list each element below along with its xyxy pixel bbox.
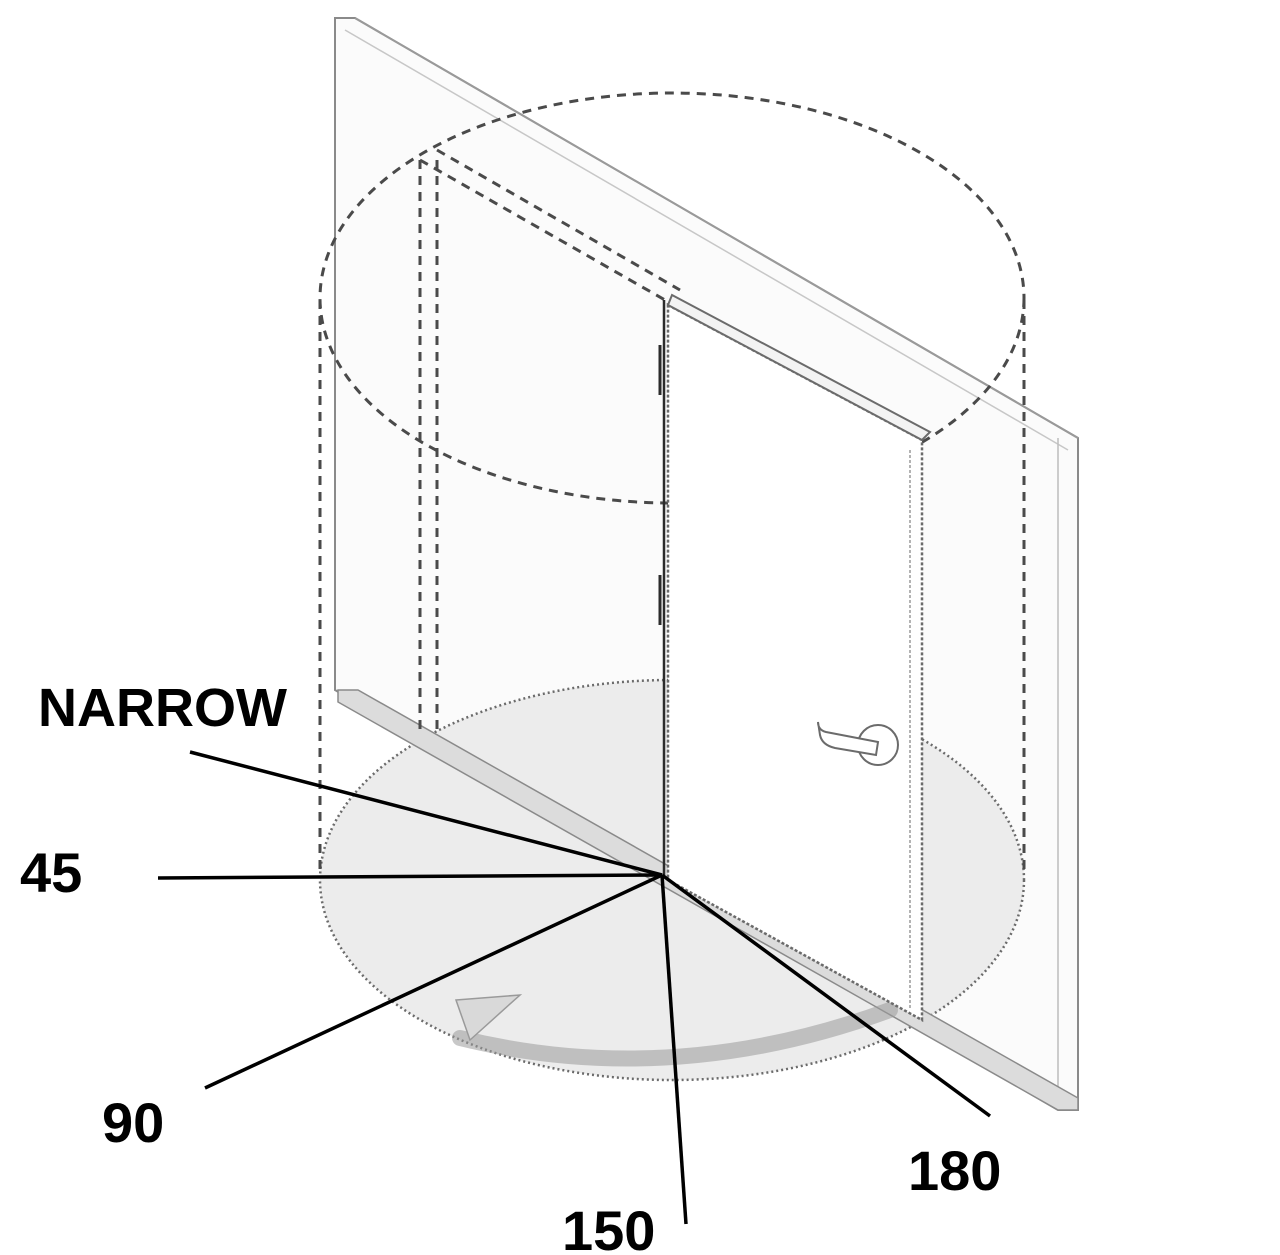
swing-cylinder-outline [318,91,1026,875]
label-150: 150 [562,1199,655,1255]
door-leaf [658,293,932,1023]
label-90: 90 [102,1091,164,1154]
pointer-line-180 [660,873,992,1118]
label-narrow: NARROW [38,678,287,738]
angle-pointer-lines [157,750,992,1225]
door-handle-icon [817,721,899,766]
pointer-line-narrow [189,750,663,877]
arrow-head-icon [454,994,523,1042]
pointer-line-150 [660,874,688,1225]
pointer-line-90 [204,873,663,1090]
label-45: 45 [20,841,82,904]
pointer-line-45 [157,873,663,880]
label-180: 180 [908,1139,1001,1202]
